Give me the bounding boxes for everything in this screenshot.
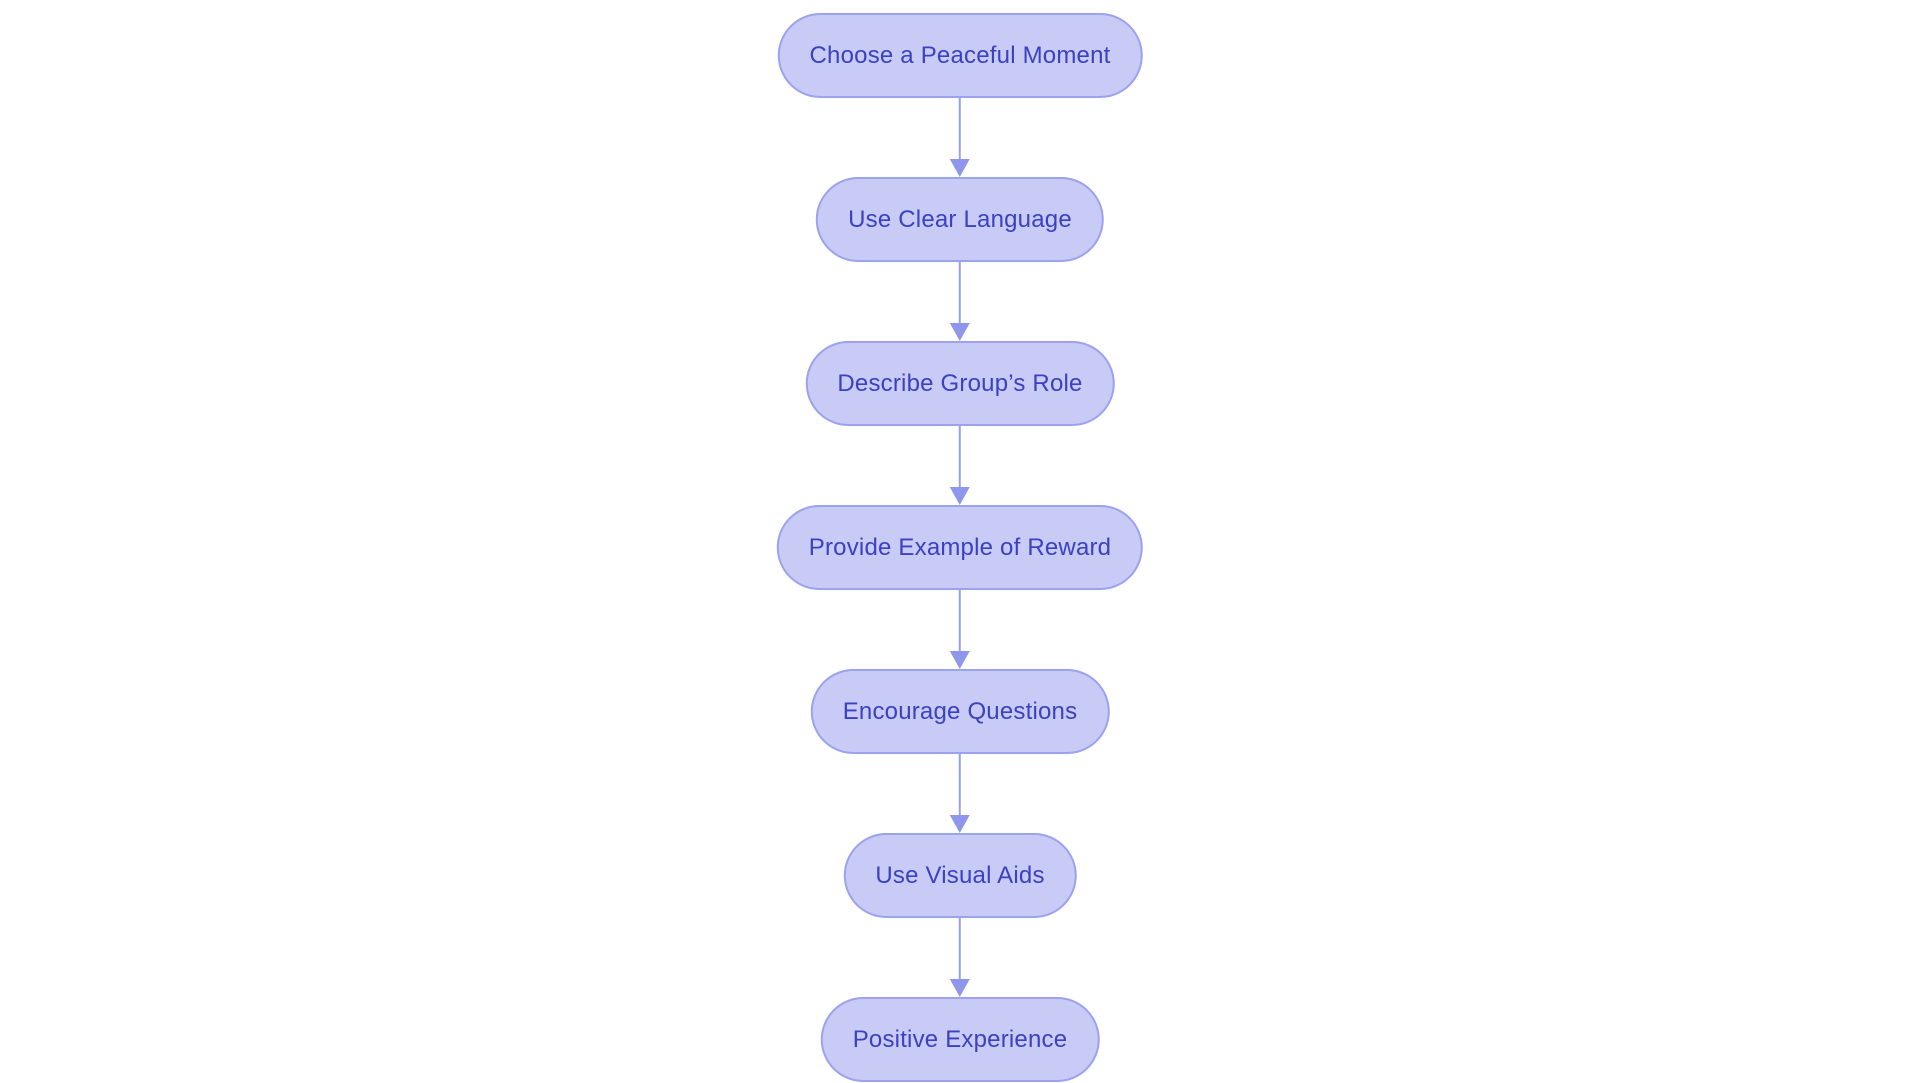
arrow-line [959,98,961,160]
node-label: Positive Experience [852,1025,1068,1053]
flow-node-choose-peaceful-moment: Choose a Peaceful Moment [777,13,1143,98]
flowchart: Choose a Peaceful Moment Use Clear Langu… [776,13,1144,1082]
arrow-line [959,262,961,324]
arrow-line [959,590,961,652]
arrowhead-down-icon [950,159,970,177]
node-label: Use Clear Language [848,205,1072,233]
arrow-connector [950,98,970,177]
arrowhead-down-icon [950,323,970,341]
flow-node-describe-groups-role: Describe Group’s Role [805,341,1115,426]
arrow-connector [950,590,970,669]
arrow-connector [950,426,970,505]
arrowhead-down-icon [950,651,970,669]
arrowhead-down-icon [950,815,970,833]
node-label: Provide Example of Reward [808,533,1112,561]
flow-node-use-clear-language: Use Clear Language [816,177,1104,262]
node-label: Choose a Peaceful Moment [809,41,1111,69]
arrowhead-down-icon [950,487,970,505]
arrow-line [959,426,961,488]
node-label: Use Visual Aids [875,861,1045,889]
flow-node-positive-experience: Positive Experience [820,997,1100,1082]
arrowhead-down-icon [950,979,970,997]
node-label: Describe Group’s Role [837,369,1083,397]
flow-node-use-visual-aids: Use Visual Aids [843,833,1077,918]
arrow-line [959,918,961,980]
arrow-connector [950,262,970,341]
arrow-connector [950,918,970,997]
arrow-connector [950,754,970,833]
node-label: Encourage Questions [842,697,1078,725]
flow-node-encourage-questions: Encourage Questions [810,669,1110,754]
flow-node-provide-example-of-reward: Provide Example of Reward [776,505,1144,590]
arrow-line [959,754,961,816]
